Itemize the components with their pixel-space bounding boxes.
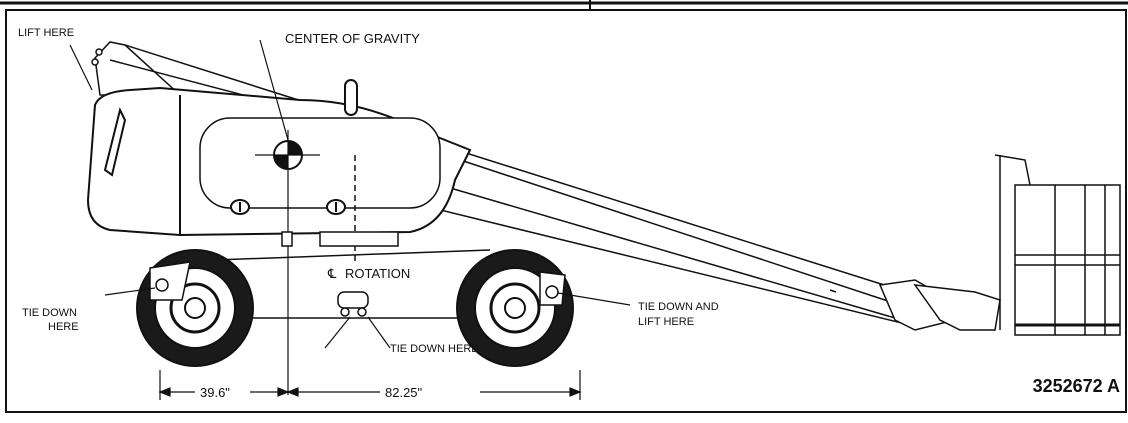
rear-wheel bbox=[136, 249, 254, 367]
drawing-number: 3252672 A bbox=[1033, 376, 1120, 396]
leader-lines bbox=[69, 39, 631, 349]
center-of-gravity-marker bbox=[255, 130, 320, 395]
tie-down-lift-label-line1: TIE DOWN AND bbox=[638, 301, 719, 313]
jib-arm bbox=[91, 41, 331, 111]
rotation-symbol: ℄ bbox=[327, 266, 337, 281]
dimension-front-label: 82.25" bbox=[385, 385, 423, 400]
tie-down-left-label-line2: HERE bbox=[48, 321, 79, 333]
drawing-border bbox=[5, 9, 1127, 413]
front-wheel bbox=[456, 249, 574, 367]
tie-down-lift-label-line2: LIFT HERE bbox=[638, 316, 694, 328]
rotation-label: ROTATION bbox=[345, 266, 410, 281]
tie-down-center-label: TIE DOWN HERE bbox=[390, 343, 479, 355]
dimension-rear-label: 39.6" bbox=[200, 385, 230, 400]
center-tie-down-lug bbox=[337, 291, 369, 317]
platform-basket bbox=[994, 154, 1121, 336]
center-of-gravity-label: CENTER OF GRAVITY bbox=[285, 31, 420, 46]
tie-down-left-label-line1: TIE DOWN bbox=[22, 307, 77, 319]
lift-here-label: LIFT HERE bbox=[18, 27, 74, 39]
dimension-lines bbox=[158, 370, 582, 400]
